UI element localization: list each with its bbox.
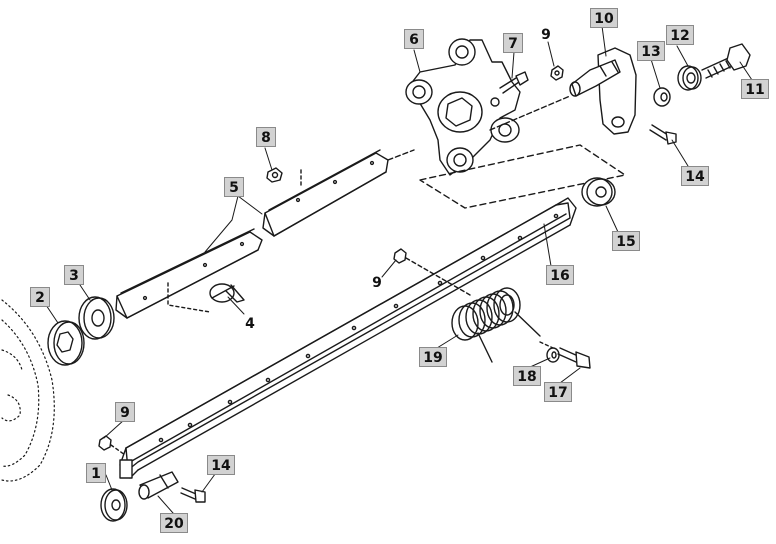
callout-3: 3	[64, 265, 84, 285]
bushing-12	[677, 65, 702, 91]
bolt-14-top	[649, 124, 677, 145]
callout-10: 10	[590, 8, 618, 28]
washer-3	[78, 296, 115, 340]
hex-shaft-lower	[115, 228, 263, 319]
bolt-11	[701, 43, 751, 79]
callout-18: 18	[513, 366, 541, 386]
hex-washer	[47, 320, 85, 366]
callout-13: 13	[637, 41, 665, 61]
nut-9-top	[550, 65, 564, 81]
callout-9a: 9	[541, 27, 551, 43]
callout-2: 2	[30, 287, 50, 307]
callout-7: 7	[503, 33, 523, 53]
callout-9c: 9	[115, 402, 135, 422]
callout-6: 6	[404, 29, 424, 49]
callout-9b: 9	[372, 275, 382, 291]
callout-4: 4	[245, 316, 255, 332]
leader-lines	[45, 25, 753, 514]
callout-20: 20	[160, 513, 188, 533]
washer-15	[581, 177, 616, 207]
bolt-14-bottom	[180, 487, 206, 503]
callout-19: 19	[419, 347, 447, 367]
callout-14b: 14	[207, 455, 235, 475]
washer-13	[653, 87, 671, 107]
bolt-7	[499, 71, 529, 94]
sprocket-outline	[1, 299, 55, 482]
hex-shaft-upper	[262, 149, 389, 237]
callout-16: 16	[546, 265, 574, 285]
support-bar	[119, 197, 577, 479]
callout-15: 15	[612, 231, 640, 251]
nut-8	[266, 167, 283, 183]
nut-9-bottom	[98, 435, 112, 451]
callout-8: 8	[256, 127, 276, 147]
callout-11: 11	[741, 79, 769, 99]
pin-20	[138, 471, 179, 500]
nut-9-mid	[393, 248, 407, 264]
torsion-spring	[451, 287, 541, 363]
drive-hub	[405, 38, 521, 176]
washer-1	[100, 488, 128, 522]
callout-1: 1	[86, 463, 106, 483]
callout-12: 12	[666, 25, 694, 45]
pivot-arm	[569, 47, 637, 135]
callout-14a: 14	[681, 166, 709, 186]
lynch-pin	[209, 283, 245, 303]
bolt-17	[557, 347, 591, 369]
callout-5: 5	[224, 177, 244, 197]
callout-17: 17	[544, 382, 572, 402]
washer-18	[546, 347, 560, 363]
